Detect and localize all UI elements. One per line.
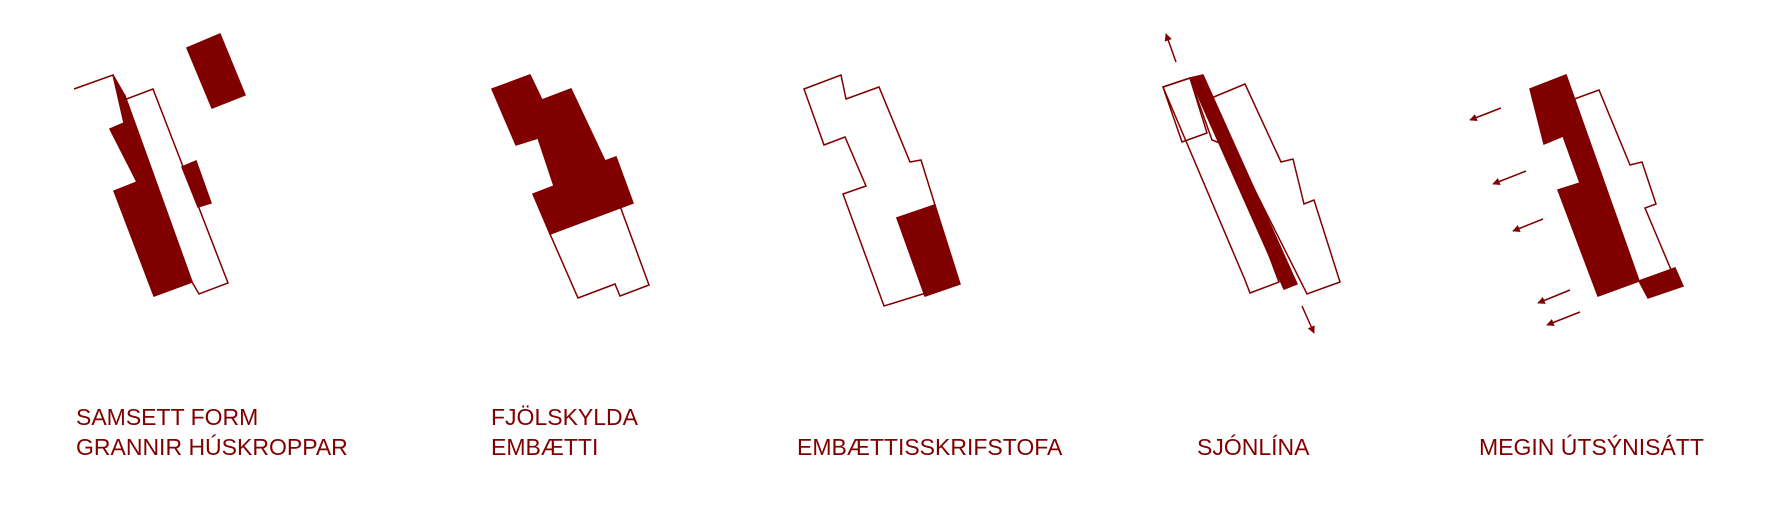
building-mass-outline xyxy=(1162,77,1208,143)
building-mass-filled xyxy=(490,74,634,235)
caption-sjonlina: SJÓNLÍNA xyxy=(1197,432,1309,462)
caption-line: FJÖLSKYLDA xyxy=(491,404,638,430)
caption-line: EMBÆTTI xyxy=(491,434,599,460)
caption-line: MEGIN ÚTSÝNISÁTT xyxy=(1479,434,1704,460)
caption-megin-utsynisatt: MEGIN ÚTSÝNISÁTT xyxy=(1479,432,1704,462)
caption-line: EMBÆTTISSKRIFSTOFA xyxy=(797,434,1063,460)
sightline-arrow-icon xyxy=(1301,305,1315,334)
caption-line: SJÓNLÍNA xyxy=(1197,434,1310,460)
view-direction-arrow-icon xyxy=(1512,218,1544,232)
building-mass-outline xyxy=(122,88,229,295)
sightline-band xyxy=(1188,74,1299,290)
diagram-sjonlina xyxy=(1161,33,1341,334)
building-mass-filled xyxy=(73,74,193,297)
diagram-samsett-form xyxy=(73,33,246,297)
building-mass-filled xyxy=(186,33,246,109)
view-direction-arrow-icon xyxy=(1492,170,1527,186)
building-mass-filled xyxy=(1637,267,1685,299)
caption-samsett-form: SAMSETT FORM GRANNIR HÚSKROPPAR xyxy=(76,402,348,462)
caption-fjolskylda: FJÖLSKYLDA EMBÆTTI xyxy=(491,402,638,462)
caption-line: GRANNIR HÚSKROPPAR xyxy=(76,434,348,460)
caption-line: SAMSETT FORM xyxy=(76,404,259,430)
building-mass-outline xyxy=(1207,83,1341,295)
building-mass-filled xyxy=(181,159,212,208)
building-mass-outline xyxy=(549,205,650,299)
view-direction-arrow-icon xyxy=(1537,289,1571,304)
building-mass-outline xyxy=(1161,77,1280,294)
view-direction-arrow-icon xyxy=(1546,311,1581,327)
building-mass-filled xyxy=(896,204,961,297)
sightline-arrow-icon xyxy=(1164,33,1177,63)
caption-embaettisskrifstofa: EMBÆTTISSKRIFSTOFA xyxy=(797,432,1062,462)
diagram-fjolskylda xyxy=(490,74,650,299)
diagram-embaettisskrifstofa xyxy=(803,73,961,307)
view-direction-arrow-icon xyxy=(1469,107,1502,122)
building-mass-outline xyxy=(803,73,936,307)
diagram-megin-utsynisatt xyxy=(1469,74,1685,327)
building-mass-filled xyxy=(1529,74,1640,297)
